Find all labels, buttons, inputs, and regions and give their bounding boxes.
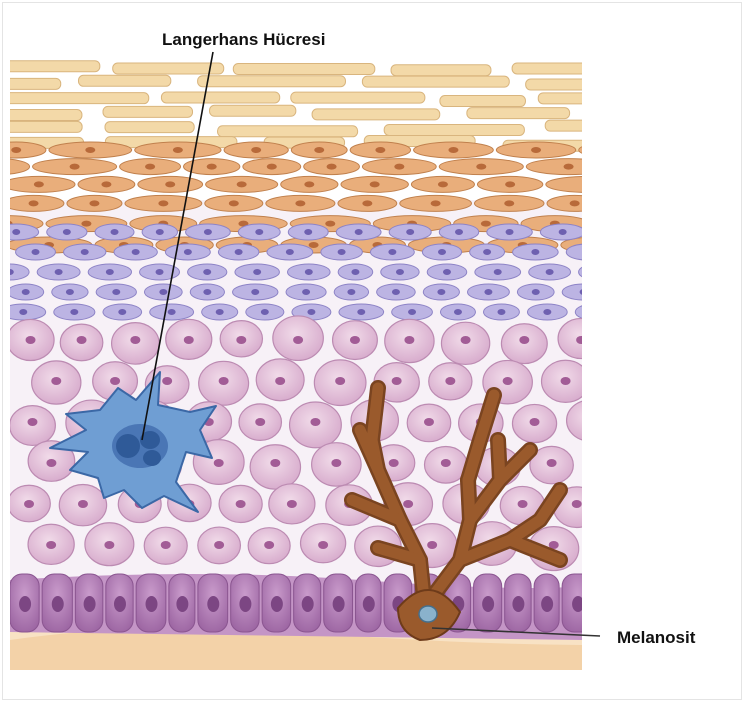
melanocyte-label: Melanosit: [617, 628, 695, 648]
langerhans-cell-label: Langerhans Hücresi: [162, 30, 325, 50]
stratum-corneum: [0, 61, 698, 152]
stratum-basale: [10, 574, 593, 640]
